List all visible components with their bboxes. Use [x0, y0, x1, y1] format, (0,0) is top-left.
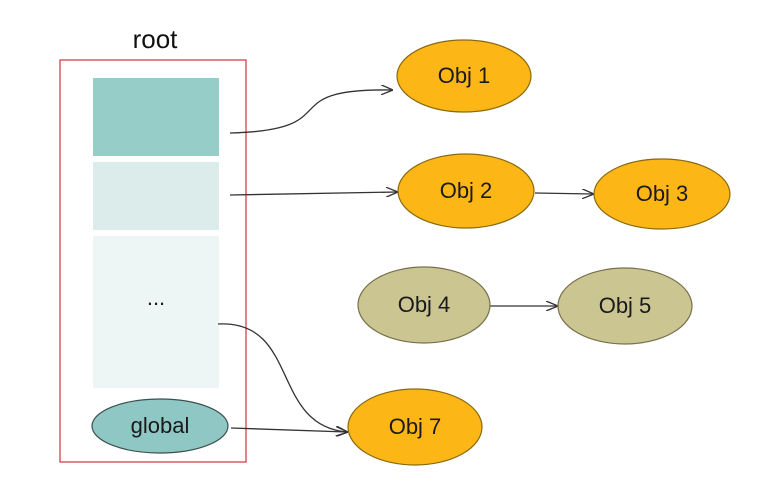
obj-3-label: Obj 3 — [636, 181, 689, 206]
obj-4-node — [357, 266, 491, 344]
global-label: global — [131, 413, 190, 438]
root-slot-1 — [93, 78, 219, 156]
edge-slot1-to-obj1 — [229, 90, 392, 134]
obj-4-label: Obj 4 — [398, 292, 451, 317]
obj-7-label: Obj 7 — [389, 414, 442, 439]
edge-slot2-to-obj2 — [229, 192, 397, 195]
obj-5-label: Obj 5 — [599, 293, 652, 318]
obj-1-node — [396, 39, 532, 113]
root-slot-ellipsis: ... — [147, 285, 165, 310]
root-slot-2 — [93, 162, 219, 230]
edge-obj2-to-obj3 — [534, 193, 593, 194]
obj-2-node — [397, 153, 535, 229]
obj-7-node — [347, 388, 483, 466]
obj-1-label: Obj 1 — [438, 63, 491, 88]
obj-3-node — [593, 158, 731, 230]
root-title: root — [133, 24, 179, 54]
root-slot-3 — [93, 236, 219, 388]
edge-slot3-to-obj7 — [217, 323, 347, 432]
obj-5-node — [557, 267, 693, 345]
obj-2-label: Obj 2 — [440, 178, 493, 203]
root-container — [59, 59, 247, 463]
global-node — [91, 398, 229, 454]
edge-global-to-obj7 — [230, 428, 347, 432]
